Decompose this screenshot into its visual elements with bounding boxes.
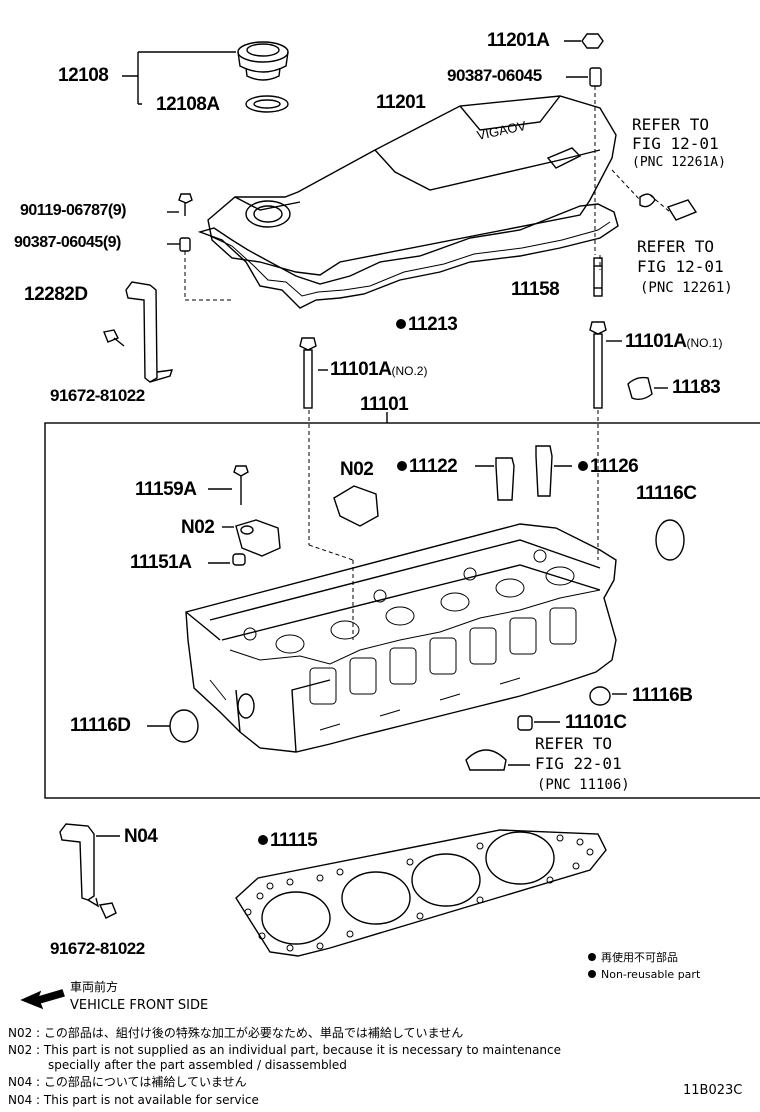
label-90387-9: 90387-06045(9)	[14, 234, 121, 251]
ref1-line1: REFER TO	[632, 115, 710, 134]
no1-tag: (NO.1)	[686, 336, 723, 350]
label-n02-left: N02	[181, 517, 215, 538]
vehicle-front-en: VEHICLE FRONT SIDE	[70, 998, 209, 1013]
label-12108a: 12108A	[156, 94, 220, 115]
label-11116d: 11116D	[70, 715, 131, 736]
vehicle-front-arrow	[20, 989, 65, 1010]
label-11201: 11201	[376, 92, 426, 113]
svg-text:VIGAOV: VIGAOV	[476, 118, 528, 143]
label-11101c: 11101C	[565, 712, 627, 733]
ref1-line2: FIG 12-01	[632, 134, 719, 153]
head-cover-gasket-drawing	[197, 203, 619, 309]
bracket-n04-drawing	[59, 823, 120, 919]
label-11122: 11122	[397, 457, 458, 476]
cover-nut-drawing	[564, 33, 604, 49]
label-n02-right: N02	[340, 459, 374, 480]
label-11101a-no1: 11101A(NO.1)	[625, 331, 723, 352]
ref1-line3: (PNC 12261A)	[632, 155, 726, 170]
head-bolt-no1-drawing	[589, 321, 622, 409]
note-n02-jp: N02 : この部品は、組付け後の特殊な加工が必要なため、単品では補給していませ…	[8, 1026, 464, 1040]
label-11115: 11115	[258, 831, 318, 850]
cover-grommet-drawing	[566, 67, 602, 87]
cover-bolt-drawing	[167, 193, 193, 252]
bracket-12282d-drawing	[103, 281, 174, 383]
ref3-line3: (PNC 11106)	[537, 777, 630, 793]
cylinder-head-frame	[44, 422, 760, 799]
ref2-line1: REFER TO	[637, 237, 715, 256]
label-11151a: 11151A	[130, 552, 192, 573]
label-12282d: 12282D	[24, 284, 88, 305]
label-11126: 11126	[578, 457, 639, 476]
note-n04-en: N04 : This part is not available for ser…	[8, 1093, 259, 1107]
filler-cap-gasket-drawing	[245, 95, 289, 113]
label-11116b: 11116B	[632, 685, 693, 706]
small-parts-drawing	[147, 445, 685, 771]
oil-filler-cap-drawing	[237, 41, 289, 81]
label-n04: N04	[124, 826, 158, 847]
legend-en: Non-reusable part	[588, 969, 700, 980]
label-11213: 11213	[396, 315, 458, 334]
label-11201a: 11201A	[487, 30, 550, 51]
label-12108: 12108	[58, 65, 109, 86]
note-n02-en-cont: specially after the part assembled / dis…	[48, 1058, 347, 1072]
label-11116c: 11116C	[636, 483, 697, 504]
label-90387-top: 90387-06045	[447, 66, 542, 85]
label-91672-a: 91672-81022	[50, 386, 145, 405]
head-gasket-drawing	[235, 829, 607, 957]
ref3-line2: FIG 22-01	[535, 754, 622, 773]
no2-tag: (NO.2)	[391, 364, 428, 378]
legend-jp: 再使用不可部品	[588, 952, 678, 963]
cylinder-head-cover-drawing: VIGAOV	[207, 95, 617, 276]
label-11101: 11101	[360, 394, 409, 415]
label-11101a-no2: 11101A(NO.2)	[330, 359, 428, 380]
stud-drawing	[593, 257, 603, 297]
ref2-line2: FIG 12-01	[637, 257, 724, 276]
label-11159a: 11159A	[135, 479, 197, 500]
cylinder-head-drawing	[185, 523, 617, 753]
note-n04-jp: N04 : この部品については補給していません	[8, 1075, 247, 1089]
label-90119: 90119-06787(9)	[20, 202, 126, 219]
note-n02-en: N02 : This part is not supplied as an in…	[8, 1043, 562, 1057]
ref2-line3: (PNC 12261)	[640, 280, 733, 296]
label-91672-b: 91672-81022	[50, 939, 145, 958]
vehicle-front-jp: 車両前方	[70, 980, 119, 994]
label-11158: 11158	[511, 279, 560, 300]
label-11183: 11183	[672, 377, 721, 398]
ref3-line1: REFER TO	[535, 734, 613, 753]
figure-code: 11B023C	[683, 1083, 743, 1098]
head-bolt-no2-drawing	[299, 337, 328, 409]
